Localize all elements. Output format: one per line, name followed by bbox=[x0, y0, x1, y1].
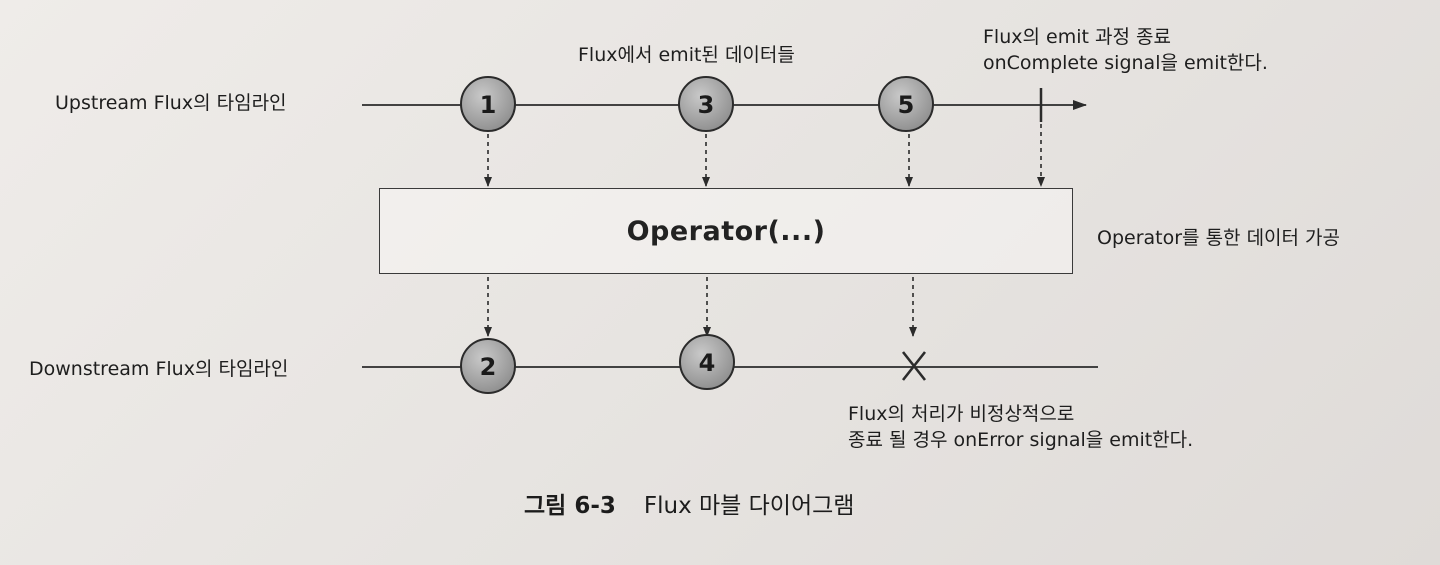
marble-label: 4 bbox=[699, 349, 716, 377]
marble-label: 3 bbox=[698, 91, 715, 119]
marble-label: 1 bbox=[480, 91, 497, 119]
figure-caption: 그림 6-3 Flux 마블 다이어그램 bbox=[524, 486, 854, 520]
upstream-marble-3: 3 bbox=[678, 76, 734, 132]
operator-box: Operator(...) bbox=[379, 188, 1073, 274]
figure-title: Flux 마블 다이어그램 bbox=[643, 493, 855, 519]
marble-label: 2 bbox=[480, 353, 497, 381]
complete-annotation-line2: onComplete signal을 emit한다. bbox=[983, 52, 1268, 74]
downstream-marble-4: 4 bbox=[679, 334, 735, 390]
downstream-marble-2: 2 bbox=[460, 338, 516, 394]
figure-number: 그림 6-3 bbox=[524, 493, 616, 519]
upstream-timeline-label: Upstream Flux의 타임라인 bbox=[55, 92, 287, 114]
downstream-timeline-label: Downstream Flux의 타임라인 bbox=[29, 358, 289, 380]
error-annotation-line1: Flux의 처리가 비정상적으로 bbox=[848, 403, 1075, 425]
marble-label: 5 bbox=[898, 91, 915, 119]
upstream-marble-1: 1 bbox=[460, 76, 516, 132]
emitted-data-annotation: Flux에서 emit된 데이터들 bbox=[578, 44, 795, 66]
upstream-marble-5: 5 bbox=[878, 76, 934, 132]
complete-annotation-line1: Flux의 emit 과정 종료 bbox=[983, 26, 1171, 48]
error-signal-x-icon bbox=[901, 351, 927, 381]
error-annotation-line2: 종료 될 경우 onError signal을 emit한다. bbox=[848, 429, 1194, 451]
operator-description: Operator를 통한 데이터 가공 bbox=[1097, 227, 1341, 249]
operator-label: Operator(...) bbox=[626, 215, 826, 247]
